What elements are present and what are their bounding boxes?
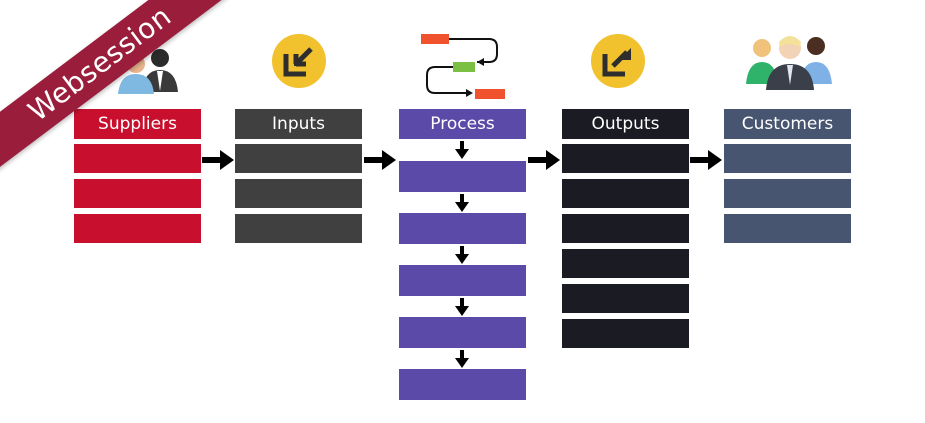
outputs-row (562, 144, 689, 173)
suppliers-header: Suppliers (74, 109, 201, 139)
process-column: Process (399, 109, 526, 401)
suppliers-row (74, 214, 201, 243)
process-step (399, 161, 526, 192)
process-step (399, 369, 526, 400)
outputs-row (562, 319, 689, 348)
customers-header: Customers (724, 109, 851, 139)
process-step (399, 317, 526, 348)
arrow-down-icon (455, 298, 469, 316)
inputs-header: Inputs (235, 109, 362, 139)
arrow-right-icon (528, 150, 560, 170)
customers-row (724, 144, 851, 173)
outputs-header: Outputs (562, 109, 689, 139)
export-icon (591, 34, 645, 88)
suppliers-column: Suppliers (74, 109, 201, 249)
arrow-down-icon (455, 246, 469, 264)
process-step (399, 265, 526, 296)
process-header: Process (399, 109, 526, 139)
inputs-row (235, 179, 362, 208)
customers-row (724, 214, 851, 243)
inputs-row (235, 214, 362, 243)
process-step (399, 213, 526, 244)
suppliers-row (74, 144, 201, 173)
arrow-down-icon (455, 350, 469, 368)
arrow-right-icon (202, 150, 234, 170)
customers-column: Customers (724, 109, 851, 249)
process-flow-icon (421, 34, 505, 99)
arrow-down-icon (455, 141, 469, 159)
outputs-row (562, 179, 689, 208)
arrow-right-icon (690, 150, 722, 170)
inputs-row (235, 144, 362, 173)
suppliers-row (74, 179, 201, 208)
inputs-column: Inputs (235, 109, 362, 249)
customers-people-icon (746, 36, 832, 90)
outputs-row (562, 284, 689, 313)
import-icon (272, 34, 326, 88)
customers-row (724, 179, 851, 208)
outputs-row (562, 249, 689, 278)
outputs-row (562, 214, 689, 243)
arrow-down-icon (455, 194, 469, 212)
arrow-right-icon (364, 150, 396, 170)
outputs-column: Outputs (562, 109, 689, 351)
